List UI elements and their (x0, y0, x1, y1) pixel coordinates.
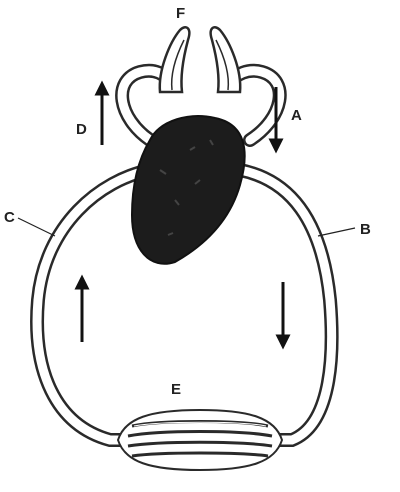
label-d: D (76, 121, 87, 138)
label-a: A (291, 107, 302, 124)
label-b: B (360, 221, 371, 238)
lungs (160, 27, 240, 92)
label-c: C (4, 209, 15, 226)
label-f: F (176, 5, 185, 22)
label-e: E (171, 381, 181, 398)
leader-c (18, 218, 55, 236)
leader-b (318, 228, 355, 236)
capillary-bed (118, 410, 282, 470)
